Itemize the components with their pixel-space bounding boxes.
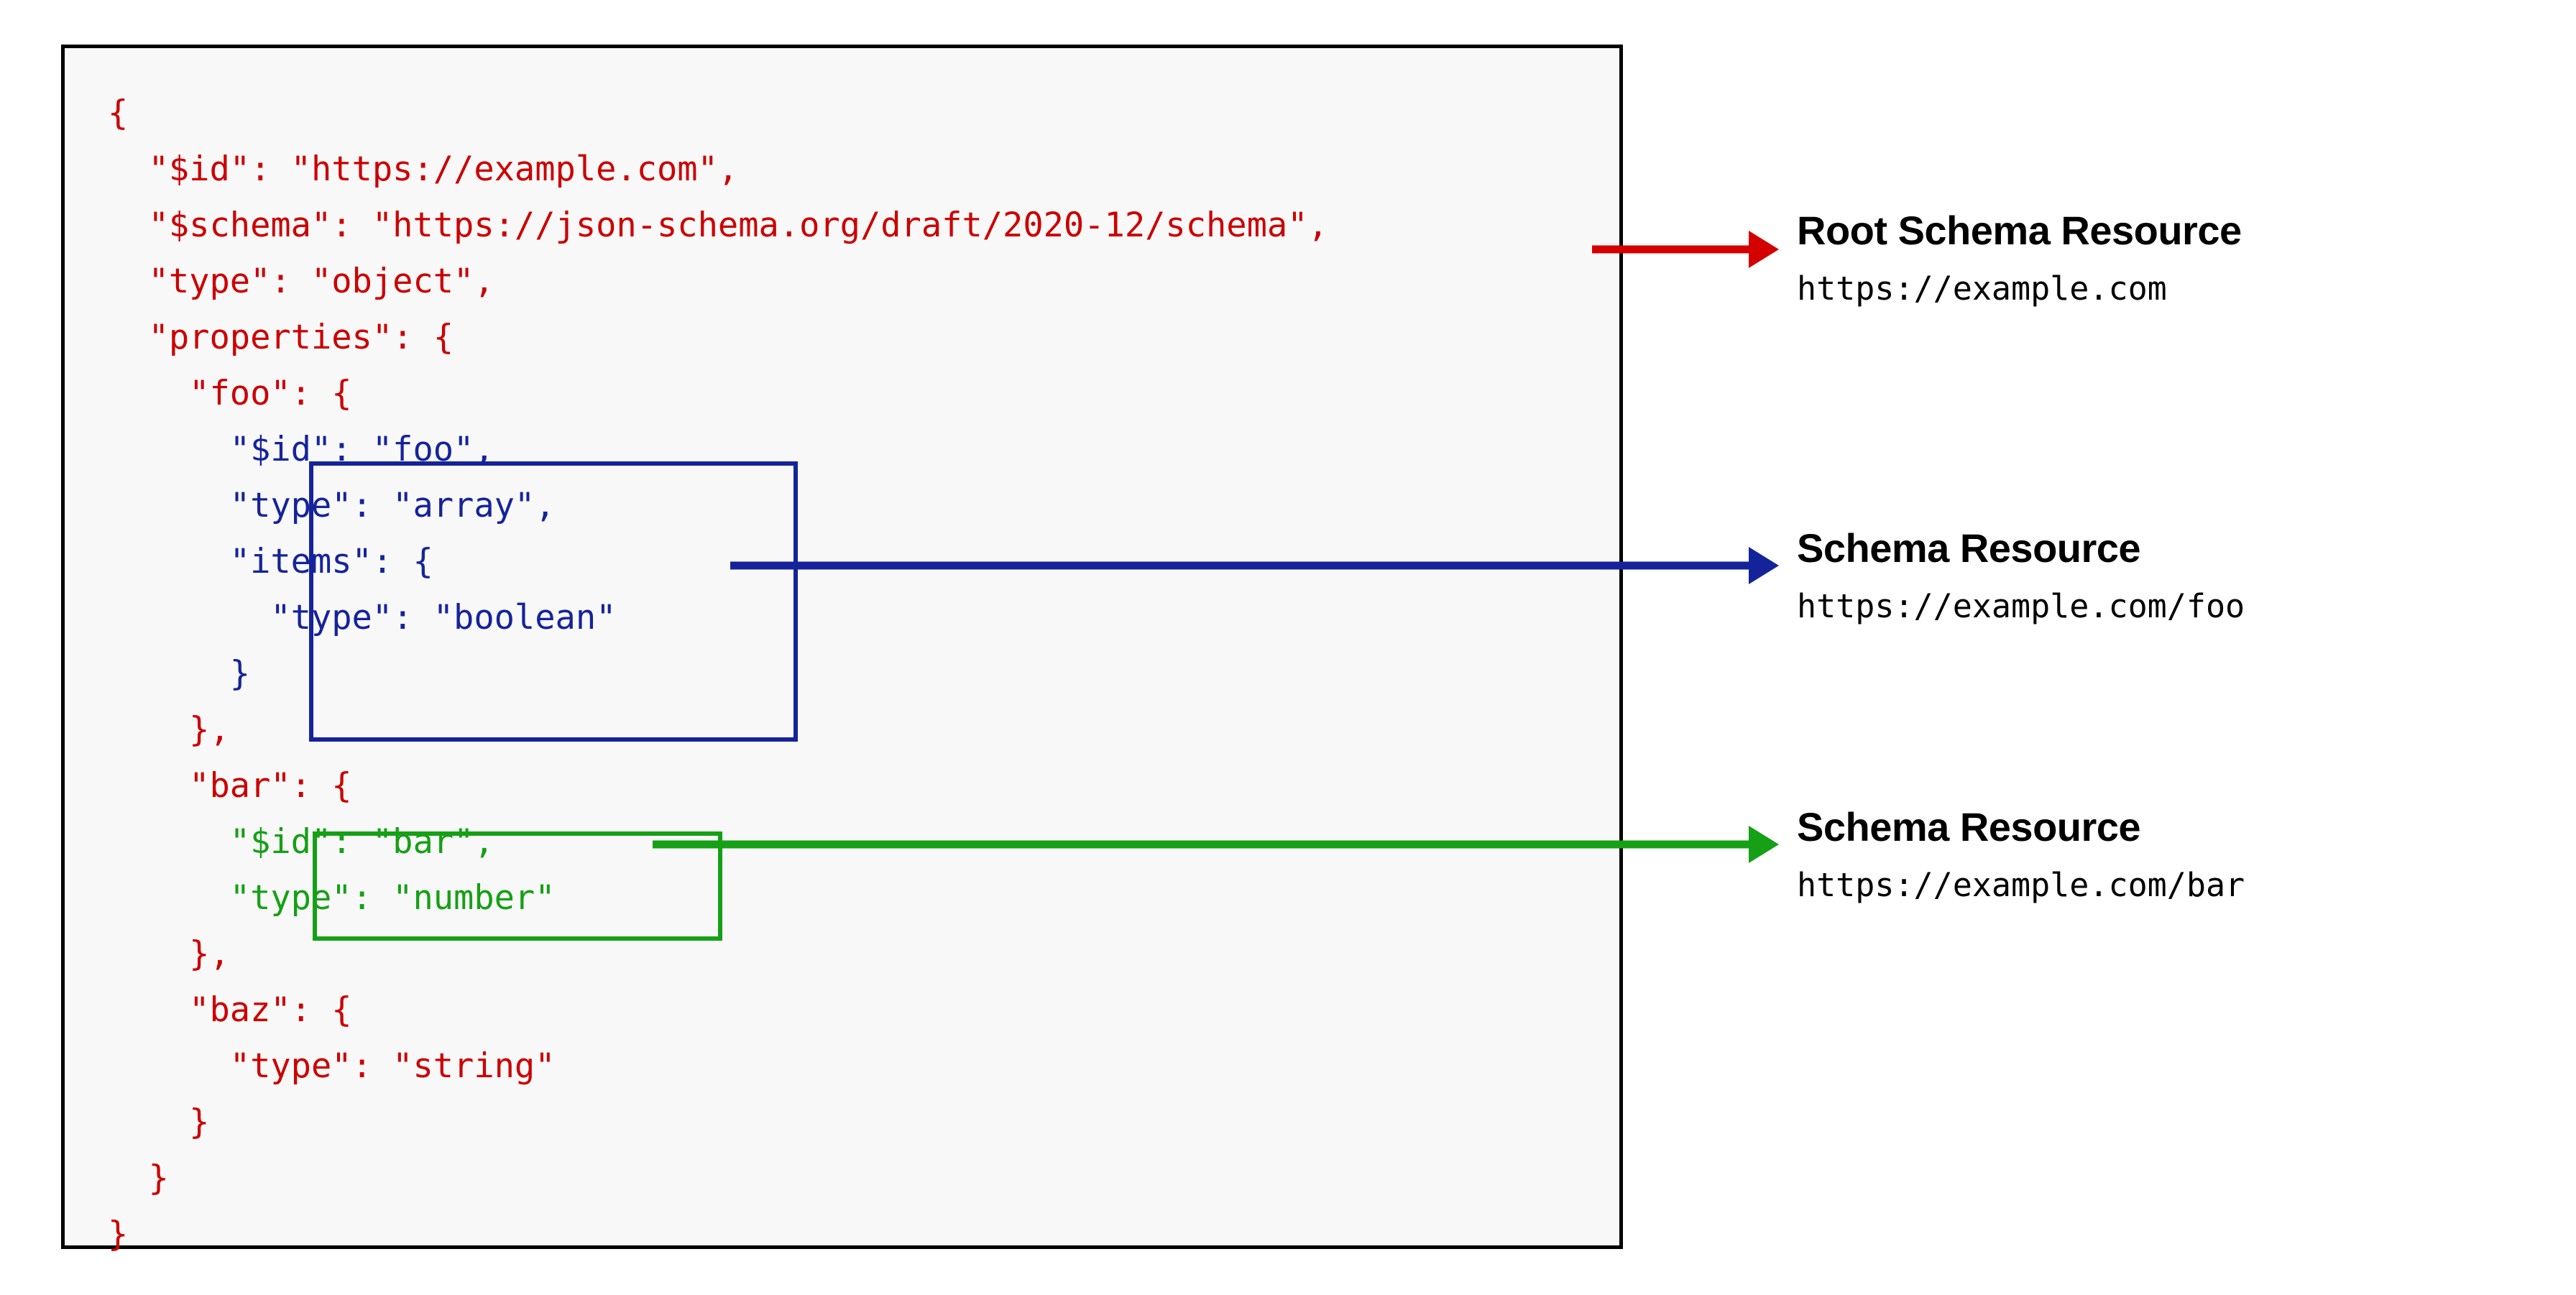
code-line: "type": "array", [108,486,556,525]
foo-schema-annotation: Schema Resource https://example.com/foo [1797,525,2245,625]
foo-schema-annotation-title: Schema Resource [1797,525,2141,571]
foo-schema-arrow-shaft [730,561,1751,570]
code-line: "foo": { [108,374,352,413]
root-schema-arrow-shaft [1592,245,1752,254]
code-line: "bar": { [108,766,352,806]
json-schema-code-panel: { "$id": "https://example.com", "$schema… [61,45,1623,1254]
foo-schema-arrow-head [1749,547,1779,584]
root-schema-annotation-url: https://example.com [1797,269,2167,308]
bar-schema-arrow-shaft [653,840,1751,849]
root-schema-arrow [1592,230,1779,269]
code-line: { [108,93,129,133]
bar-schema-annotation-title: Schema Resource [1797,804,2141,849]
root-schema-annotation-title: Root Schema Resource [1797,208,2242,253]
code-line: "type": "number" [108,878,556,918]
bar-schema-annotation: Schema Resource https://example.com/bar [1797,803,2245,904]
bar-schema-arrow [653,825,1779,864]
code-line: "$schema": "https://json-schema.org/draf… [108,206,1328,245]
code-line: } [108,1215,129,1254]
code-line: "$id": "https://example.com", [108,149,739,189]
code-line: } [108,654,251,693]
code-line: } [108,1158,169,1198]
code-line: "type": "object", [108,262,494,301]
code-line: "type": "string" [108,1046,556,1086]
bar-schema-arrow-head [1749,826,1779,863]
code-line: "baz": { [108,990,352,1030]
code-line: }, [108,934,230,974]
code-line: "type": "boolean" [108,598,617,637]
foo-schema-annotation-url: https://example.com/foo [1797,587,2245,625]
root-schema-arrow-head [1749,231,1779,268]
code-line: "$id": "bar", [108,822,494,862]
foo-schema-arrow [730,546,1779,585]
code-line: }, [108,710,230,750]
code-line: "properties": { [108,318,454,357]
bar-schema-annotation-url: https://example.com/bar [1797,866,2245,904]
code-line: "$id": "foo", [108,430,494,469]
root-schema-annotation: Root Schema Resource https://example.com [1797,207,2242,308]
json-schema-code-listing: { "$id": "https://example.com", "$schema… [108,86,1328,1263]
code-line: } [108,1102,210,1142]
